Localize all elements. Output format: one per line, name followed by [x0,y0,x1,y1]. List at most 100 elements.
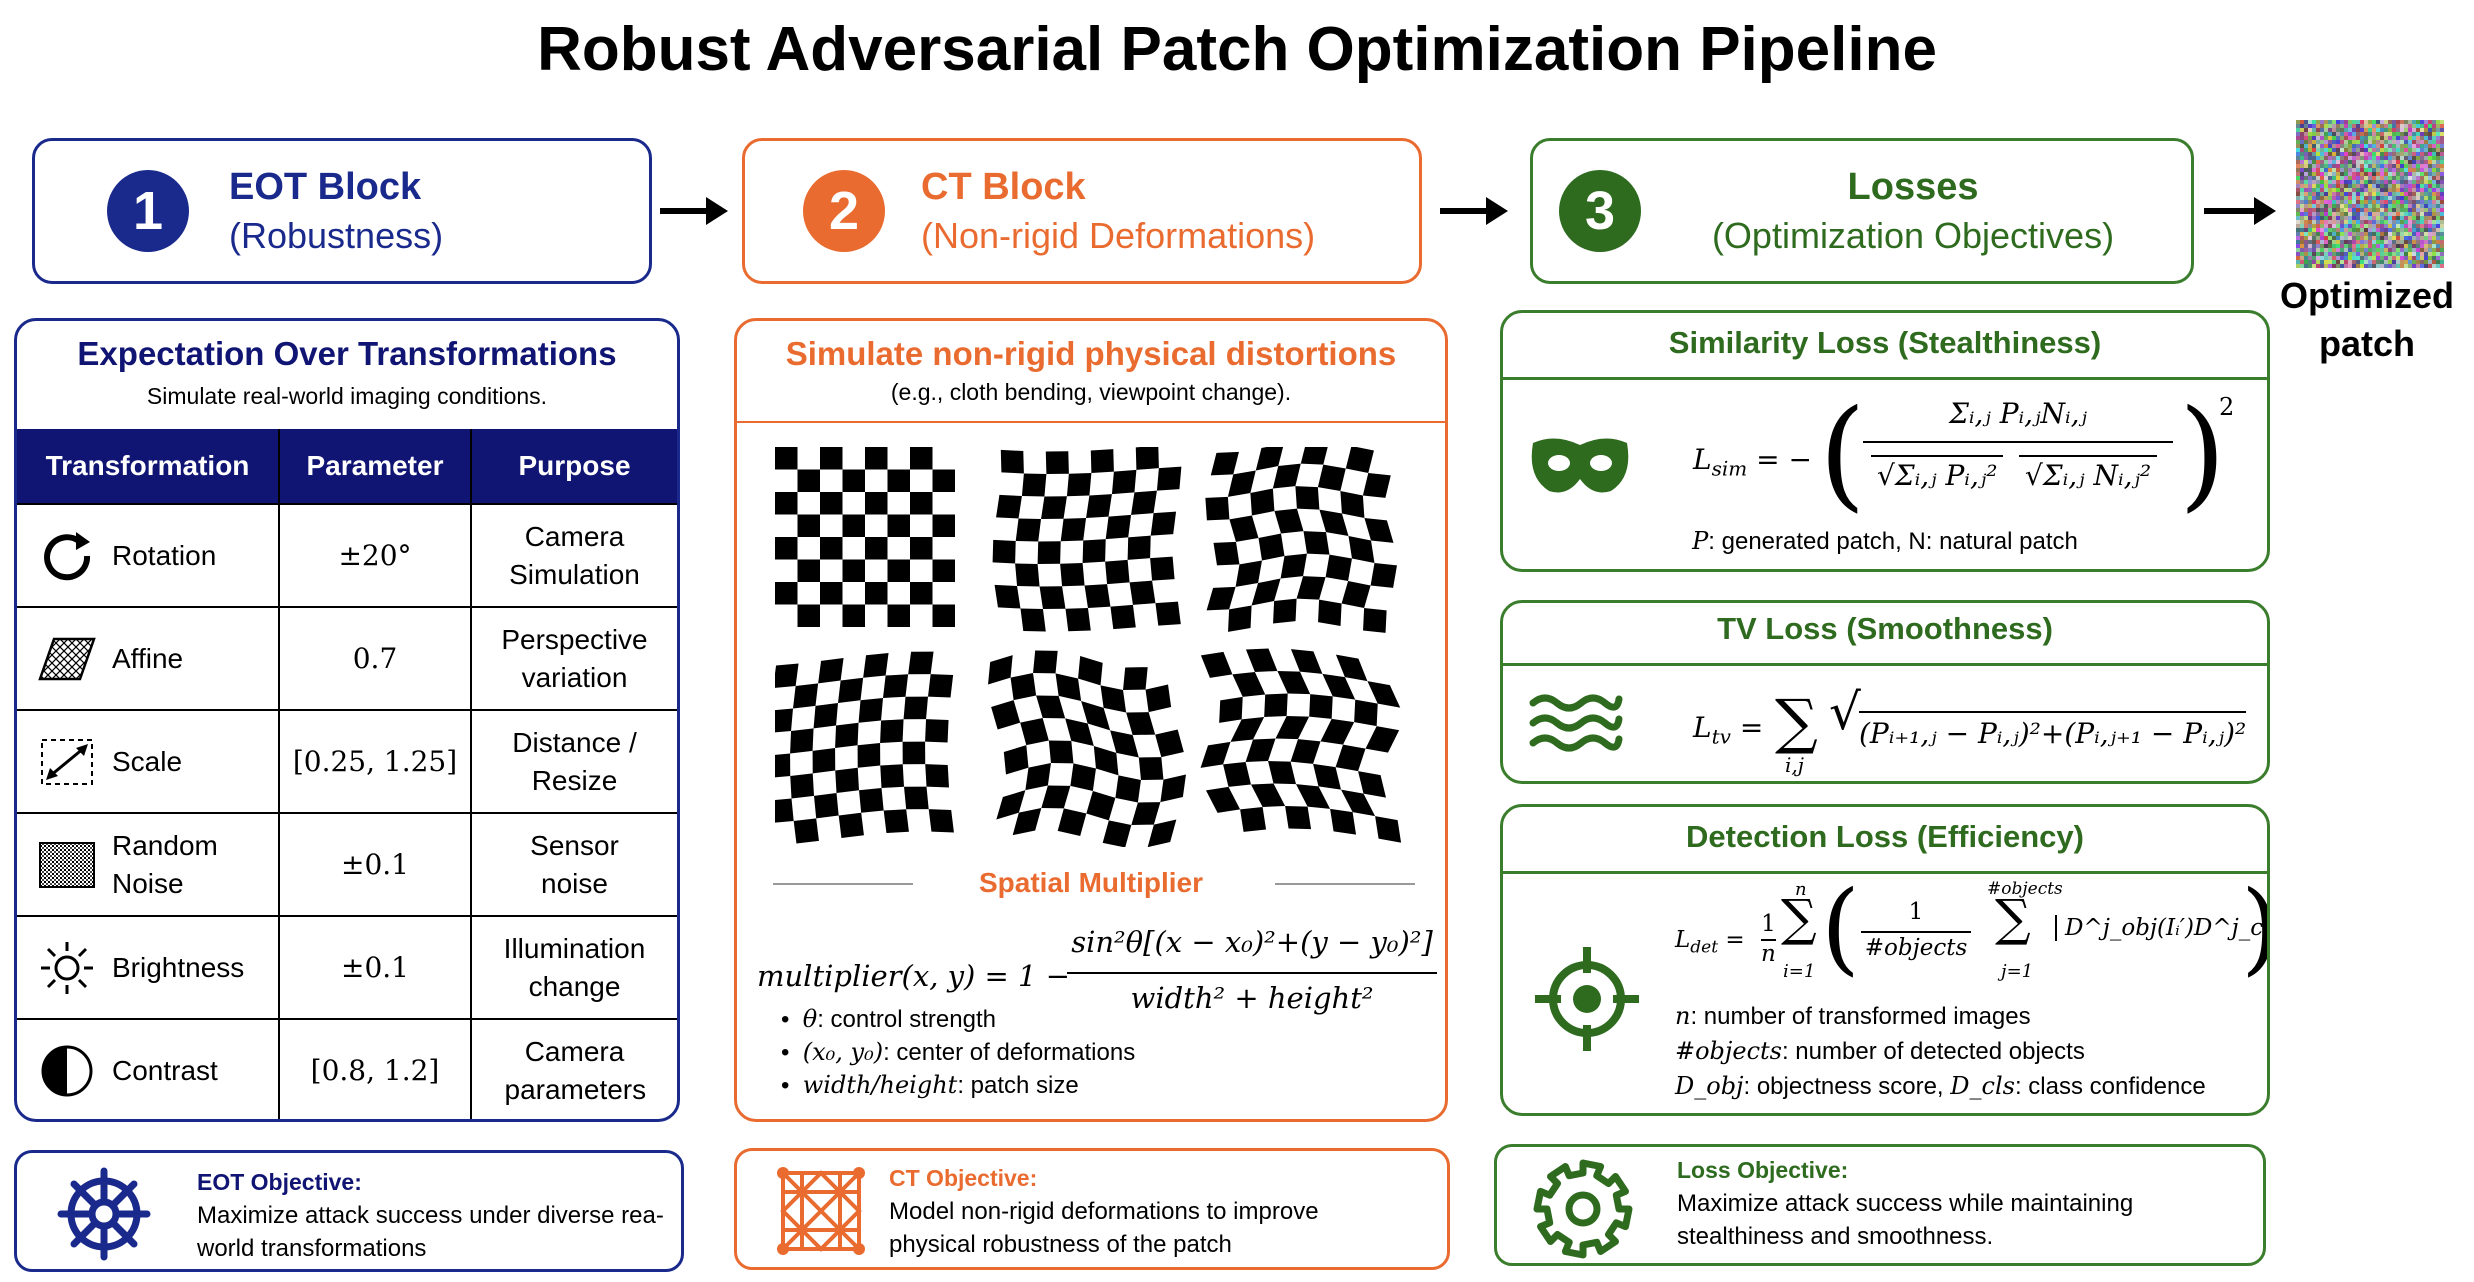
patch-pixel [2432,232,2436,236]
patch-pixel [2356,160,2360,164]
patch-pixel [2400,196,2404,200]
patch-pixel [2400,212,2404,216]
affine-icon [38,637,96,680]
checker-cell [1150,511,1177,536]
checker-cell [842,469,865,492]
checker-cell [882,674,909,699]
patch-pixel [2324,128,2328,132]
patch-pixel [2412,240,2416,244]
patch-pixel [2424,244,2428,248]
patch-pixel [2436,120,2440,124]
checker-cell [1250,488,1275,516]
patch-pixel [2308,152,2312,156]
patch-pixel [2428,180,2432,184]
frac-bar [1861,931,1971,933]
patch-pixel [2348,164,2352,168]
patch-pixel [2296,132,2300,136]
patch-pixel [2400,152,2404,156]
patch-pixel [2356,264,2360,268]
checker-cell [1041,496,1067,519]
eot-block-header: 1 EOT Block (Robustness) [32,138,652,284]
patch-pixel [2316,188,2320,192]
patch-pixel [2404,256,2408,260]
row-purpose: Illumination change [470,915,677,1019]
checker-cell [1131,802,1161,825]
patch-pixel [2420,120,2424,124]
checker-cell [1036,695,1066,719]
patch-pixel [2440,140,2444,144]
patch-pixel [2308,224,2312,228]
patch-pixel [2412,232,2416,236]
patch-pixel [2312,200,2316,204]
patch-pixel [2336,200,2340,204]
patch-pixel [2364,196,2368,200]
eot-panel-title: Expectation Over Transformations [77,335,617,372]
patch-pixel [2328,240,2332,244]
patch-pixel [2312,192,2316,196]
patch-pixel [2320,220,2324,224]
patch-pixel [2388,256,2392,260]
patch-pixel [2308,204,2312,208]
patch-pixel [2404,248,2408,252]
patch-pixel [2384,184,2388,188]
patch-pixel [2328,132,2332,136]
patch-pixel [2404,176,2408,180]
patch-pixel [2368,136,2372,140]
row-purpose: Distance / Resize [470,709,677,813]
checker-cell [1126,712,1156,735]
patch-pixel [2392,256,2396,260]
patch-pixel [2376,176,2380,180]
patch-pixel [2308,240,2312,244]
patch-pixel [2308,124,2312,128]
patch-pixel [2344,164,2348,168]
row-name: Random Noise [112,829,218,899]
checker-cell [1200,651,1233,678]
patch-pixel [2368,144,2372,148]
patch-pixel [2376,260,2380,264]
patch-pixel [2376,132,2380,136]
patch-pixel [2348,244,2352,248]
patch-pixel [2384,196,2388,200]
checker-cell [835,722,859,748]
patch-pixel [2432,136,2436,140]
patch-pixel [2440,220,2444,224]
checker-cell [1025,763,1051,791]
detection-term: D^j_obj(Iᵢ′)D^j_cls(Iᵢ′) [2055,915,2267,941]
patch-pixel [2296,260,2300,264]
patch-pixel [2356,204,2360,208]
patch-pixel [2300,128,2304,132]
patch-pixel [2416,260,2420,264]
patch-pixel [2320,152,2324,156]
eot-table: Transformation Parameter Purpose Rotatio… [17,429,677,1119]
patch-pixel [2416,144,2420,148]
patch-pixel [2404,180,2408,184]
patch-pixel [2408,196,2412,200]
patch-pixel [2336,152,2340,156]
patch-pixel [2352,148,2356,152]
patch-pixel [2368,252,2372,256]
patch-pixel [2304,144,2308,148]
patch-pixel [2384,156,2388,160]
checker-cell [991,700,1021,730]
patch-pixel [2380,224,2384,228]
patch-pixel [2316,152,2320,156]
patch-pixel [2412,144,2416,148]
patch-pixel [2412,244,2416,248]
checker-cell [775,537,798,560]
patch-pixel [2304,256,2308,260]
patch-pixel [2404,200,2408,204]
patch-pixel [2384,260,2388,264]
outer-sum: ∑ [1781,889,1817,947]
patch-pixel [2372,212,2376,216]
patch-pixel [2436,160,2440,164]
patch-pixel [2380,256,2384,260]
checker-cell [1115,775,1141,803]
patch-pixel [2356,228,2360,232]
patch-pixel [2396,148,2400,152]
patch-pixel [2404,212,2408,216]
patch-pixel [2376,228,2380,232]
patch-pixel [2364,120,2368,124]
patch-pixel [2372,236,2376,240]
checker-cell [925,719,949,743]
